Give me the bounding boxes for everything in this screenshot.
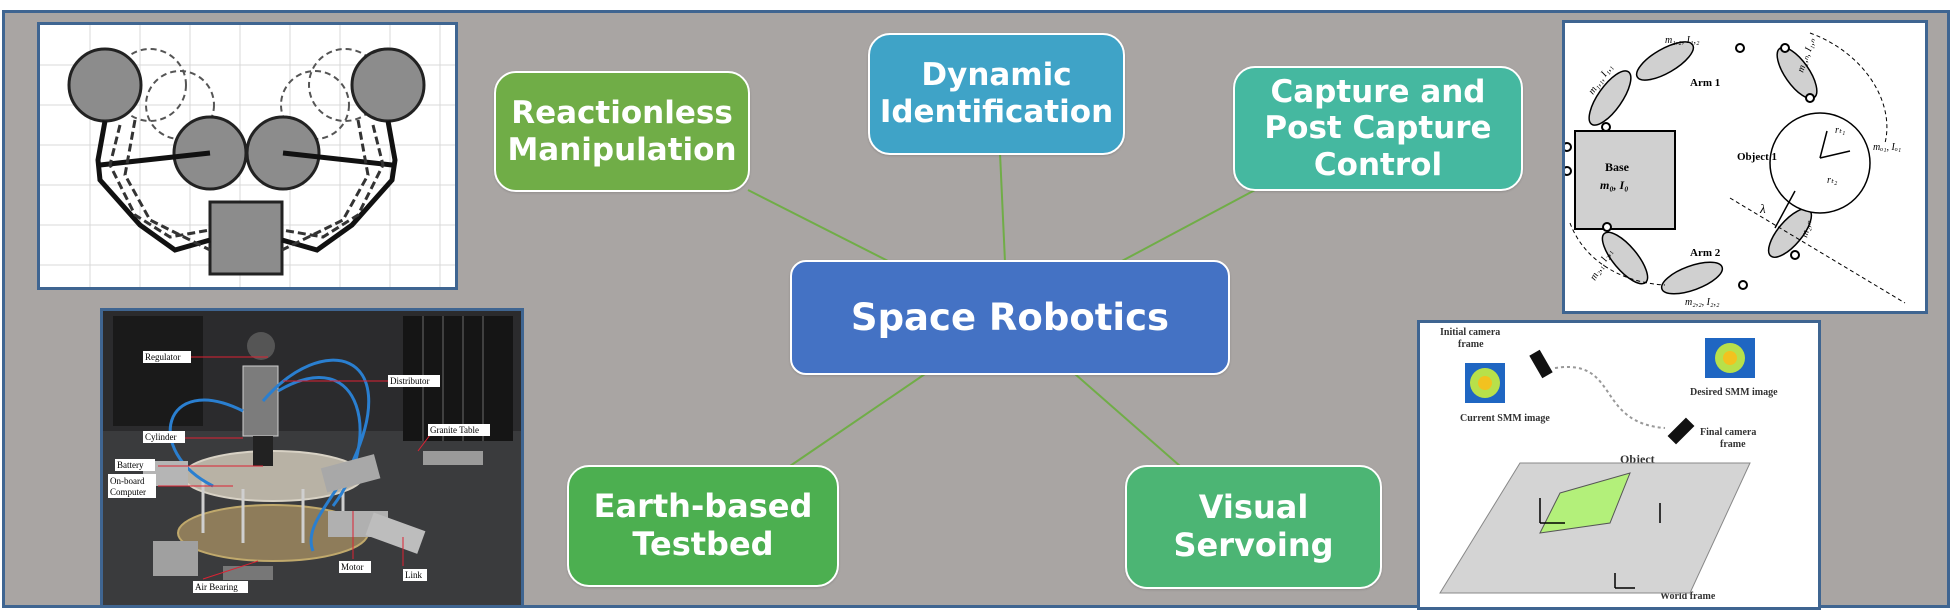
label-object: Object 1 [1737, 151, 1777, 163]
label-m22: m₂,₂, I₂,₂ [1685, 297, 1720, 308]
label-m2n: m₂,ₙ [1799, 218, 1814, 238]
testbed-scene: Regulator Distributor Granite Table Cyli… [103, 311, 521, 605]
connector-identification [999, 152, 1006, 263]
label-mo1: mₒ₁, Iₒ₁ [1873, 142, 1901, 153]
connector-reactionless [747, 189, 891, 263]
label-granite-table: Granite Table [430, 425, 479, 435]
two-arm-robot-figure: Base m₀, I₀ Object 1 m₁,₁, I₁,₁ m₁,₂, I₁… [1562, 20, 1928, 314]
label-base: Base [1605, 160, 1630, 174]
label-current-smm: Current SMM image [1460, 413, 1550, 424]
label-m12: m₁,₂, I₁,₂ [1665, 35, 1700, 46]
connector-testbed [789, 373, 926, 467]
label-regulator: Regulator [145, 352, 181, 362]
label-desired-smm: Desired SMM image [1690, 387, 1778, 398]
label-final-camera: Final camera [1700, 427, 1756, 438]
two-arm-robot-diagram: Base m₀, I₀ Object 1 m₁,₁, I₁,₁ m₁,₂, I₁… [1565, 32, 1906, 308]
label-base-mass: m₀, I₀ [1600, 178, 1628, 192]
testbed-photo: Regulator Distributor Granite Table Cyli… [100, 308, 524, 608]
label-battery: Battery [117, 460, 144, 470]
node-capture-control: Capture and Post Capture Control [1233, 66, 1523, 191]
label-m21: m₂,₁, I₂,₁ [1588, 247, 1615, 282]
reactionless-sketch [40, 25, 455, 287]
label-lambda: λ [1759, 201, 1766, 216]
label-onboard-computer: On-board [110, 476, 145, 486]
label-link: Link [405, 570, 422, 580]
label-world-frame: World frame [1660, 591, 1716, 602]
node-dynamic-identification: Dynamic Identification [868, 33, 1125, 155]
label-distributor: Distributor [390, 376, 430, 386]
connector-servoing [1074, 373, 1181, 467]
center-node-space-robotics: Space Robotics [790, 260, 1230, 375]
reactionless-figure [37, 22, 458, 290]
label-arm2: Arm 2 [1690, 247, 1721, 259]
node-reactionless-manipulation: Reactionless Manipulation [494, 71, 750, 192]
svg-text:frame: frame [1720, 439, 1746, 450]
node-visual-servoing: Visual Servoing [1125, 465, 1382, 589]
svg-text:Computer: Computer [110, 487, 146, 497]
label-initial-camera: Initial camera [1440, 327, 1500, 338]
label-cylinder: Cylinder [145, 432, 177, 442]
connector-capture [1119, 189, 1256, 263]
label-motor: Motor [341, 562, 364, 572]
label-arm1: Arm 1 [1690, 77, 1720, 89]
label-rt1: rₜ₁ [1835, 125, 1845, 136]
label-air-bearing: Air Bearing [195, 582, 238, 592]
node-earth-based-testbed: Earth-based Testbed [567, 465, 839, 587]
svg-text:frame: frame [1458, 339, 1484, 350]
label-m1n: m₁,ₙ, I₁,ₙ [1795, 36, 1818, 74]
label-rt2: rₜ₂ [1827, 175, 1838, 186]
visual-servoing-figure: Initial camera frame Current SMM image D… [1417, 320, 1821, 610]
visual-servoing-diagram: Initial camera frame Current SMM image D… [1439, 327, 1778, 602]
